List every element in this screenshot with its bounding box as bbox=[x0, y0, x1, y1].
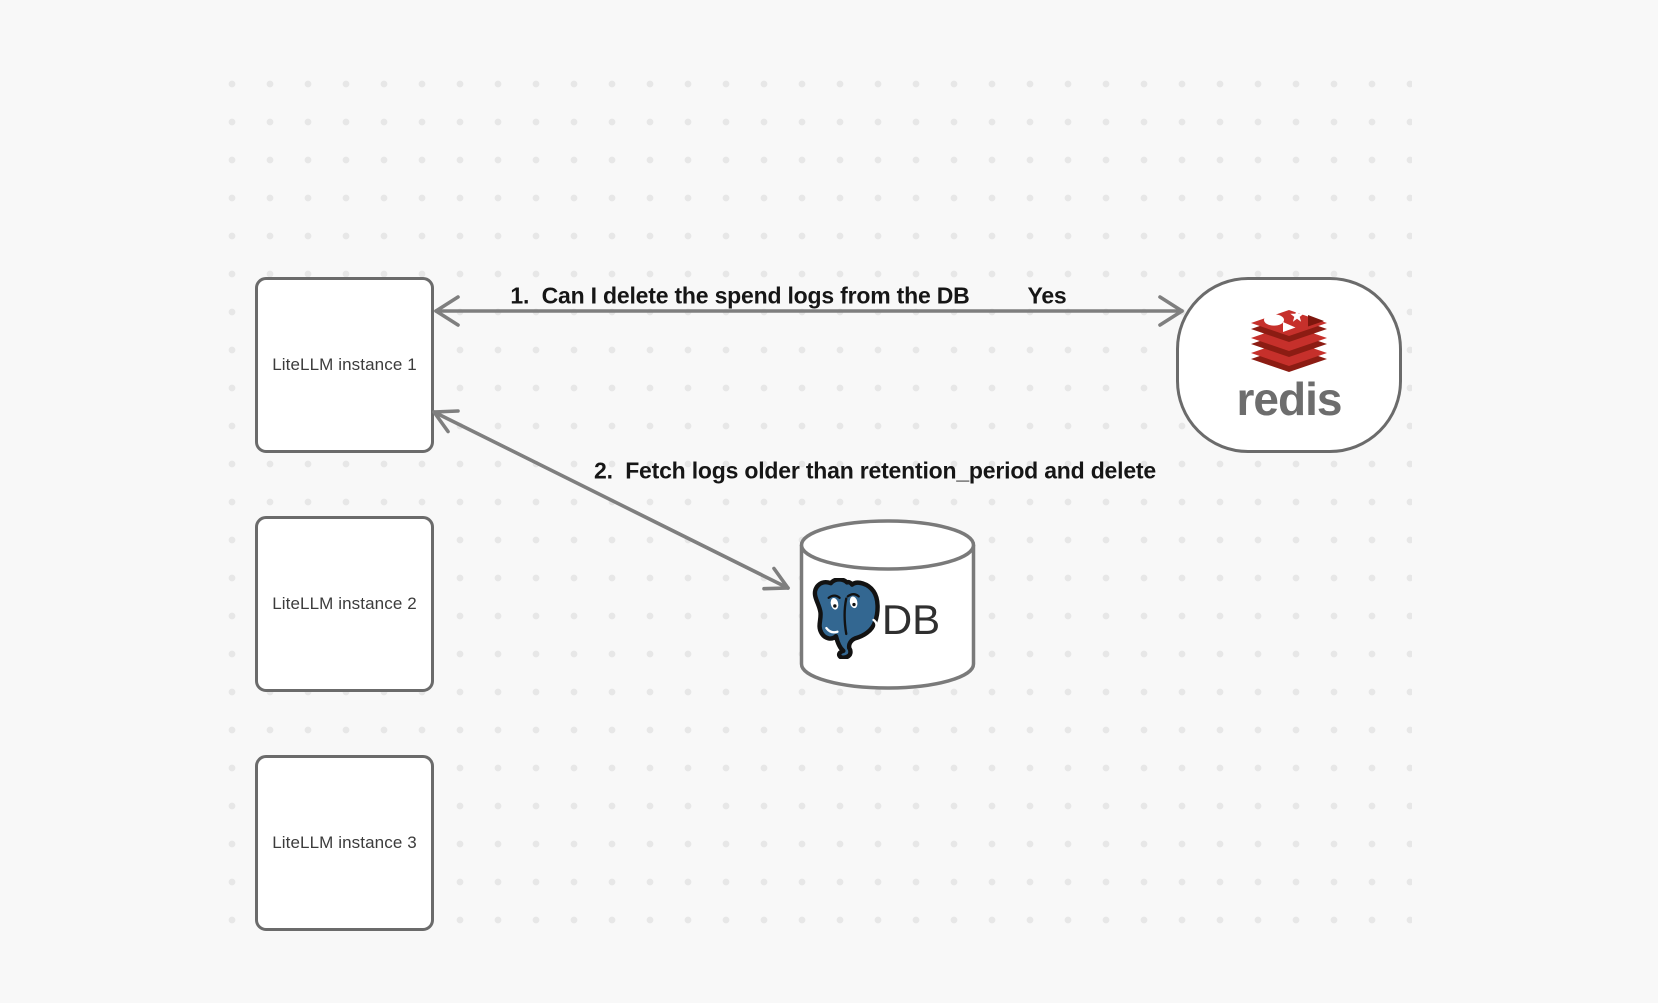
arrow-1[interactable] bbox=[434, 295, 1184, 327]
arrow-1-label: 1. Can I delete the spend logs from the … bbox=[510, 282, 970, 309]
node-label: LiteLLM instance 2 bbox=[272, 594, 417, 613]
node-litellm-instance-2[interactable]: LiteLLM instance 2 bbox=[255, 516, 434, 692]
node-litellm-instance-1[interactable]: LiteLLM instance 1 bbox=[255, 277, 434, 453]
redis-logo-icon bbox=[1251, 309, 1327, 372]
arrow-1-response-label: Yes bbox=[1027, 282, 1067, 309]
postgres-elephant-icon bbox=[812, 578, 880, 659]
arrow-2[interactable] bbox=[432, 409, 790, 591]
node-redis[interactable]: redis bbox=[1176, 277, 1402, 453]
arrow-2-label: 2. Fetch logs older than retention_perio… bbox=[594, 457, 1156, 484]
node-label: LiteLLM instance 3 bbox=[272, 833, 417, 852]
redis-wordmark: redis bbox=[1236, 373, 1343, 425]
node-litellm-instance-3[interactable]: LiteLLM instance 3 bbox=[255, 755, 434, 931]
node-label: LiteLLM instance 1 bbox=[272, 355, 417, 374]
db-label: DB bbox=[881, 596, 941, 643]
